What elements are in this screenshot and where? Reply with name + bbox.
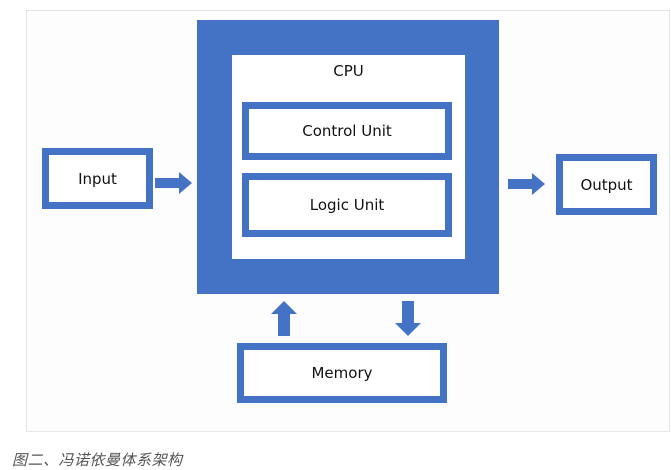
logic-unit-label: Logic Unit bbox=[309, 196, 385, 214]
input-label: Input bbox=[78, 169, 117, 188]
logic-unit-box: Logic Unit bbox=[242, 173, 452, 237]
input-box: Input bbox=[42, 148, 153, 209]
arrow-memory-to-cpu-icon bbox=[271, 301, 297, 336]
arrow-cpu-to-memory-icon bbox=[395, 301, 421, 336]
arrow-input-to-cpu-icon bbox=[155, 172, 192, 194]
output-box: Output bbox=[556, 154, 657, 215]
figure-caption: 图二、冯诺依曼体系架构 bbox=[12, 451, 183, 469]
control-unit-box: Control Unit bbox=[242, 102, 452, 160]
control-unit-label: Control Unit bbox=[302, 122, 392, 140]
output-label: Output bbox=[580, 175, 633, 194]
memory-box: Memory bbox=[237, 343, 447, 403]
cpu-label: CPU bbox=[333, 62, 364, 80]
arrow-cpu-to-output-icon bbox=[508, 173, 545, 195]
memory-label: Memory bbox=[311, 364, 373, 382]
